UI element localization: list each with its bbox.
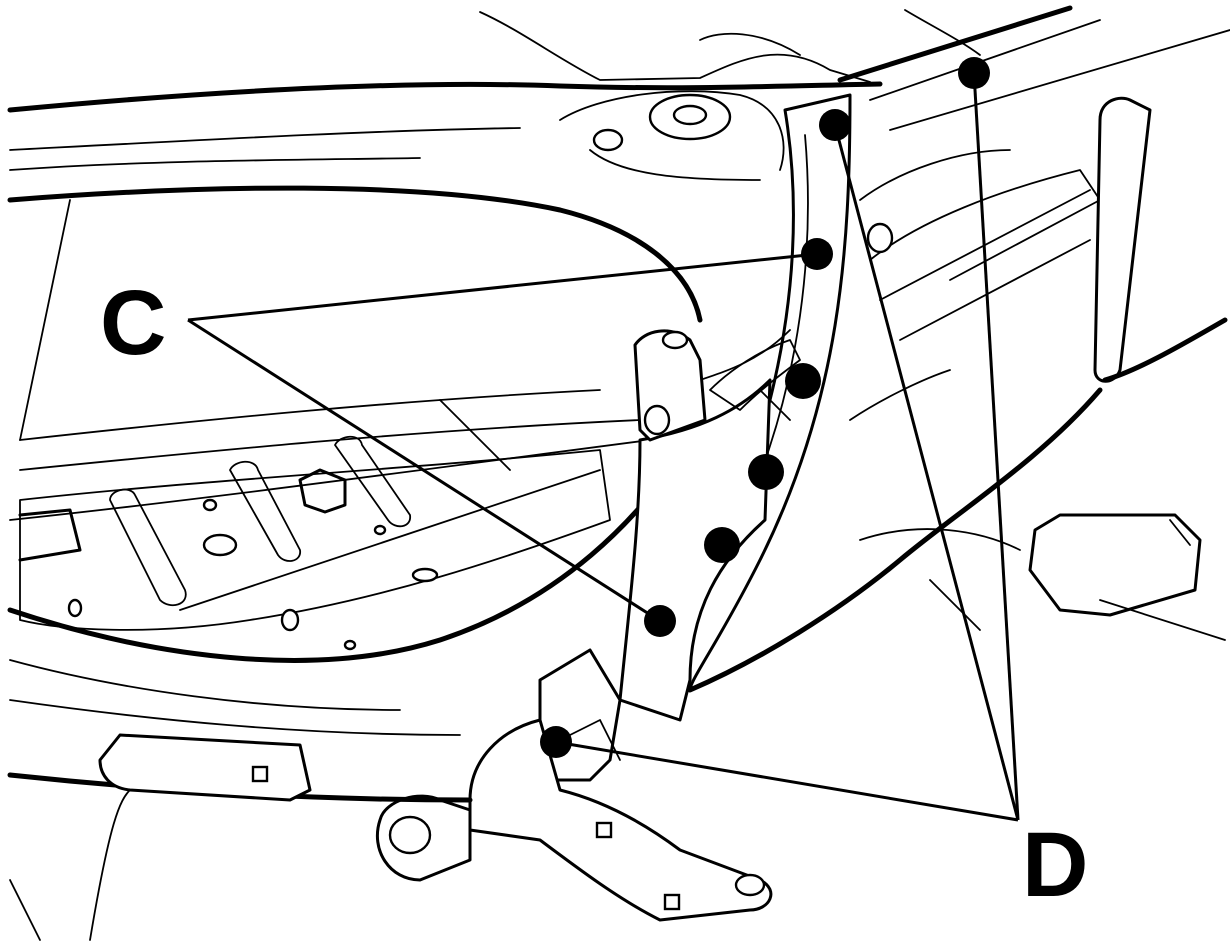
leader-lines [187, 72, 1020, 822]
shock-tower [559, 90, 785, 181]
leader-line-c-upper [187, 252, 818, 322]
upper-body-outline [7, 5, 1230, 171]
callout-label-d: D [1022, 814, 1088, 916]
floor-panel [18, 399, 611, 651]
lower-sill [7, 659, 473, 941]
callout-label-c: C [100, 272, 166, 374]
lower-bracket [375, 648, 773, 922]
leader-line-c-lower [187, 318, 661, 623]
quarter-panel [687, 96, 1228, 693]
leader-line-d-lower [555, 740, 1019, 822]
weld-point [748, 454, 784, 490]
weld-point [704, 527, 740, 563]
wheel-arch [7, 185, 703, 663]
weld-point [785, 363, 821, 399]
leader-line-d-right [972, 72, 1020, 821]
leader-line-d-left [833, 124, 1020, 821]
